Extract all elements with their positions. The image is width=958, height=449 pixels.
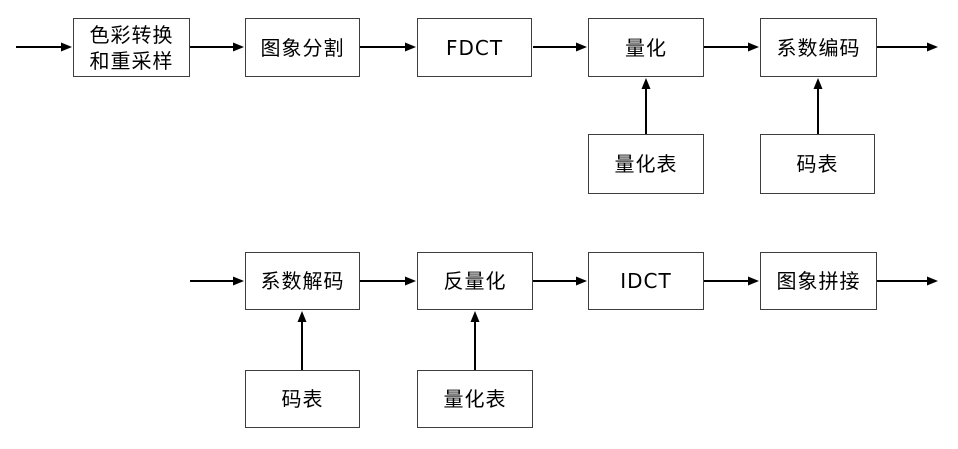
box-image-merge: 图象拼接 bbox=[760, 252, 877, 310]
box-label: 量化表 bbox=[614, 152, 678, 176]
arrow-image-merge-to-output bbox=[877, 276, 938, 286]
box-dequantize: 反量化 bbox=[417, 252, 533, 310]
box-fdct: FDCT bbox=[417, 18, 532, 77]
arrow-fdct-to-quantize bbox=[533, 42, 587, 52]
box-label: 色彩转换 和重采样 bbox=[89, 22, 174, 73]
box-label: FDCT bbox=[445, 35, 504, 60]
arrow-color-convert-to-image-split bbox=[190, 42, 244, 52]
box-label: 码表 bbox=[281, 387, 324, 411]
box-image-split: 图象分割 bbox=[245, 18, 360, 77]
arrow-quantize-to-coeff-encode bbox=[704, 42, 759, 52]
arrow-dequantize-to-idct bbox=[533, 276, 587, 286]
box-label: 量化表 bbox=[443, 387, 507, 411]
arrow-coeff-encode-to-output bbox=[877, 42, 938, 52]
box-label: 量化 bbox=[625, 35, 667, 60]
box-code-table-decoder: 码表 bbox=[245, 370, 360, 428]
box-quant-table-decoder: 量化表 bbox=[417, 370, 533, 428]
box-label: 图象拼接 bbox=[776, 269, 861, 293]
box-label: 系数解码 bbox=[260, 269, 345, 293]
arrow-input-to-color-convert bbox=[16, 42, 72, 52]
box-label: 码表 bbox=[796, 152, 839, 176]
arrow-code-table-to-coeff-decode bbox=[297, 311, 307, 370]
arrow-image-split-to-fdct bbox=[360, 42, 416, 52]
box-label: IDCT bbox=[620, 269, 672, 293]
arrow-coeff-decode-to-dequantize bbox=[360, 276, 416, 286]
box-label: 系数编码 bbox=[776, 35, 861, 60]
box-coeff-decode: 系数解码 bbox=[245, 252, 360, 310]
box-label: 反量化 bbox=[443, 269, 507, 293]
box-idct: IDCT bbox=[588, 252, 704, 310]
arrow-quant-table-to-dequantize bbox=[470, 311, 480, 370]
box-coeff-encode: 系数编码 bbox=[760, 18, 877, 77]
box-quant-table-encoder: 量化表 bbox=[588, 134, 704, 194]
box-code-table-encoder: 码表 bbox=[760, 134, 875, 194]
arrow-input-to-coeff-decode bbox=[190, 276, 244, 286]
box-color-convert-resample: 色彩转换 和重采样 bbox=[73, 18, 190, 77]
arrow-quant-table-to-quantize bbox=[641, 78, 651, 134]
arrow-idct-to-image-merge bbox=[704, 276, 759, 286]
arrow-code-table-to-coeff-encode bbox=[813, 78, 823, 134]
box-quantize: 量化 bbox=[588, 18, 704, 77]
box-label: 图象分割 bbox=[260, 35, 345, 60]
